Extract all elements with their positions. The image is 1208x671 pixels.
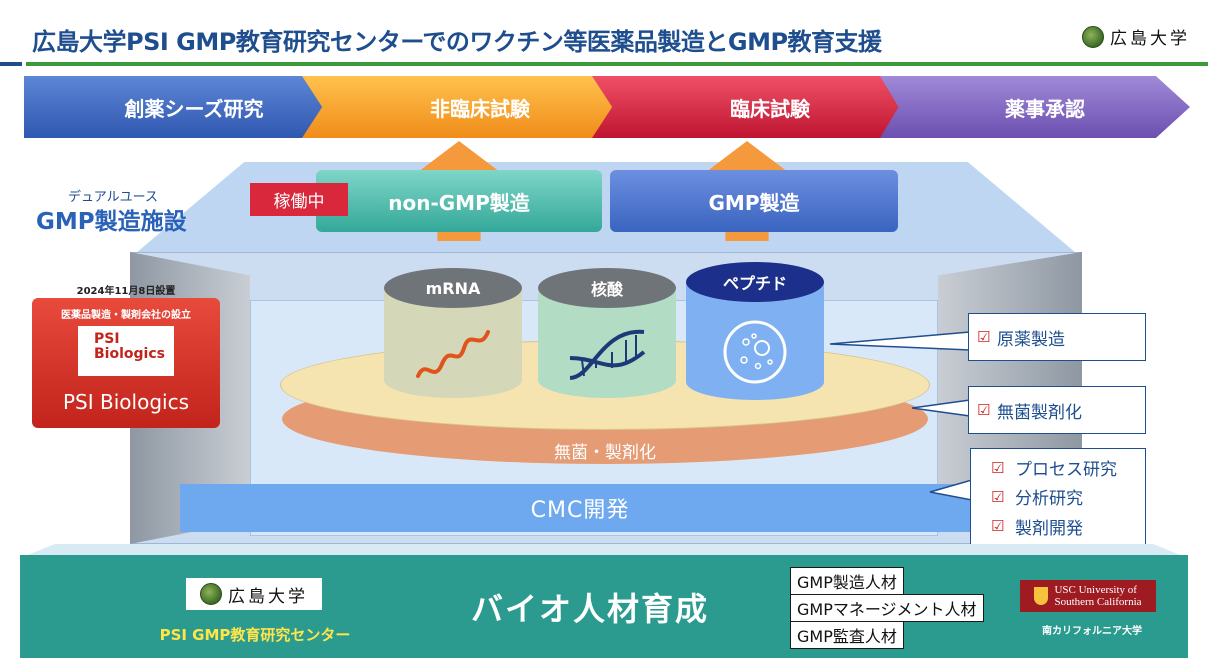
pipeline-stage-drug-discovery: 創薬シーズ研究 — [24, 76, 344, 138]
checkbox-checked-icon: ☑ — [977, 328, 991, 346]
callout-text: 原薬製造 — [997, 329, 1065, 350]
list-item: ☑ 製剤開発 — [971, 512, 1083, 540]
base-rim — [20, 544, 1188, 558]
pipeline-stage-label: 薬事承認 — [1005, 96, 1085, 121]
non-gmp-production-box: non-GMP製造 — [316, 170, 602, 232]
psi-logo-line1: PSI — [94, 331, 120, 347]
hr-tag: GMP監査人材 — [790, 621, 904, 649]
usc-shield-icon — [1034, 587, 1049, 605]
hiroshima-university-logo: 広島大学 — [1082, 24, 1190, 49]
pipeline-stage-clinical: 臨床試験 — [592, 76, 928, 138]
list-item: ☑ 分析研究 — [971, 483, 1083, 511]
usc-logo-line2: Southern California — [1054, 596, 1142, 608]
cylinder-label: mRNA — [384, 268, 522, 308]
usc-logo: USC University of Southern California — [1020, 580, 1156, 612]
psi-logo-line2: Biologics — [94, 345, 165, 362]
page-title: 広島大学PSI GMP教育研究センターでのワクチン等医薬品製造とGMP教育支援 — [32, 28, 882, 56]
facility-ruby: デュアルユース — [68, 190, 158, 205]
university-logo-text: 広島大学 — [228, 586, 308, 607]
cmc-development-bar: CMC開発 — [180, 484, 980, 532]
dna-helix-icon — [569, 329, 646, 380]
pipeline-stage-label: 臨床試験 — [730, 96, 810, 121]
checkbox-checked-icon: ☑ — [991, 517, 1005, 536]
checkbox-checked-icon: ☑ — [991, 487, 1005, 506]
list-item: ☑ プロセス研究 — [971, 454, 1117, 482]
university-seal-icon — [200, 583, 222, 605]
pipeline-stage-label: 非臨床試験 — [430, 96, 530, 121]
university-seal-icon — [1082, 25, 1104, 48]
cylinder-label: ペプチド — [686, 262, 824, 302]
facility-label: GMP製造施設 — [36, 209, 187, 235]
pipeline-stage-nonclinical: 非臨床試験 — [302, 76, 638, 138]
center-name: PSI GMP教育研究センター — [159, 626, 351, 644]
psi-subtitle: 医薬品製造・製剤会社の設立 — [61, 310, 191, 321]
pipeline-stage-label: 創薬シーズ研究 — [124, 96, 264, 121]
title-rule-green — [26, 62, 1208, 66]
hiroshima-university-logo: 広島大学 — [186, 578, 322, 610]
callout-api-production: ☑ 原薬製造 — [968, 313, 1146, 361]
gmp-production-box: GMP製造 — [610, 170, 898, 232]
callout-pointers — [829, 331, 972, 501]
psi-established-date: 2024年11月8日設置 — [76, 286, 176, 297]
callout-cmc-group: ☑ プロセス研究 ☑ 分析研究 ☑ 製剤開発 — [970, 448, 1146, 546]
psi-biologics-logo: PSI Biologics — [78, 326, 174, 376]
usc-logo-line1: USC University of — [1054, 583, 1137, 596]
status-badge: 稼働中 — [250, 183, 348, 216]
cylinder-nucleic-acid: 核酸 — [538, 268, 676, 408]
cylinder-label: 核酸 — [538, 268, 676, 308]
title-rule-blue — [0, 62, 22, 66]
usc-name: 南カリフォルニア大学 — [1042, 626, 1142, 637]
psi-biologics-name: PSI Biologics — [63, 390, 189, 414]
pipeline-stage-approval: 薬事承認 — [880, 76, 1190, 138]
cell-icon — [723, 320, 787, 384]
bio-talent-title: バイオ人材育成 — [470, 590, 709, 628]
callout-sterile-formulation: ☑ 無菌製剤化 — [968, 386, 1146, 434]
callout-text: 製剤開発 — [1015, 518, 1083, 539]
university-logo-text: 広島大学 — [1110, 29, 1190, 49]
callout-text: 無菌製剤化 — [997, 402, 1082, 423]
mrna-strand-icon — [416, 330, 490, 378]
checkbox-checked-icon: ☑ — [991, 458, 1005, 477]
hr-tag: GMP製造人材 — [790, 567, 904, 595]
platter-label: 無菌・製剤化 — [554, 443, 656, 463]
callout-text: プロセス研究 — [1015, 460, 1117, 481]
cylinder-peptide: ペプチド — [686, 262, 824, 408]
callout-text: 分析研究 — [1015, 489, 1083, 510]
cylinder-mrna: mRNA — [384, 268, 522, 408]
checkbox-checked-icon: ☑ — [977, 401, 991, 419]
hr-tag: GMPマネージメント人材 — [790, 594, 984, 622]
